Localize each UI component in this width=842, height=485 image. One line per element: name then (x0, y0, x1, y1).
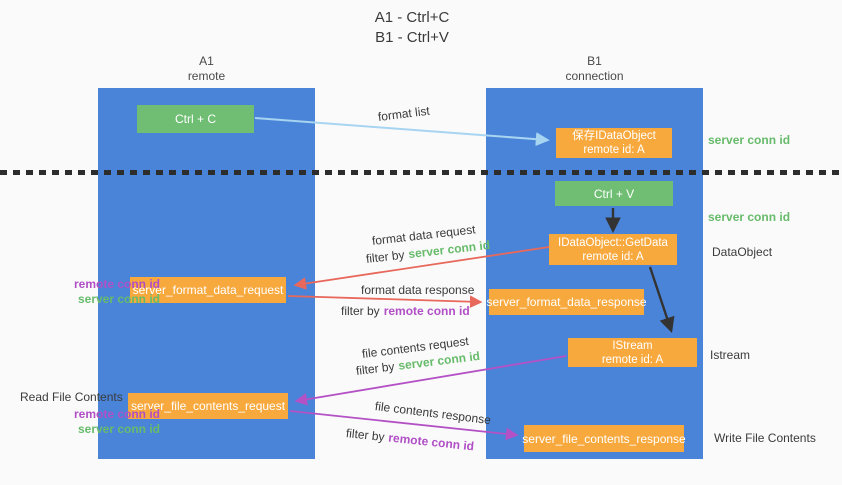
lifeline-header-b1: B1 connection (486, 54, 703, 84)
filter-by-text: filter by (345, 426, 386, 445)
remote-conn-id-keyword: remote conn id (387, 430, 475, 454)
dataobject-annotation: DataObject (712, 245, 773, 259)
getdata-line1: IDataObject::GetData (558, 236, 668, 249)
write-file-contents-annotation: Write File Contents (714, 431, 816, 445)
lifeline-a1-name: A1 (199, 54, 214, 68)
title-line-1: A1 - Ctrl+C (374, 9, 450, 26)
filter-by-text: filter by (365, 247, 406, 266)
title-line-2: B1 - Ctrl+V (375, 29, 449, 46)
file-contents-response-label: file contents response (374, 399, 492, 428)
lifeline-header-a1: A1 remote (98, 54, 315, 84)
remote-conn-id-annotation: remote conn id (73, 407, 160, 421)
file-request-node: server_file_contents_request (128, 393, 288, 419)
server-conn-id-annotation-mid: server conn id (708, 210, 791, 224)
server-conn-id-annotation: server conn id (77, 292, 160, 306)
getdata-node: IDataObject::GetData remote id: A (549, 234, 677, 265)
file-response-node: server_file_contents_response (522, 425, 686, 452)
getdata-line2: remote id: A (582, 250, 644, 263)
file-request-label: server_file_contents_request (130, 399, 286, 413)
istream-annotation: Istream (710, 348, 751, 362)
ctrl-v-node: Ctrl + V (555, 181, 673, 206)
remote-conn-id-annotation: remote conn id (73, 277, 160, 291)
istream-node: IStream remote id: A (568, 338, 697, 367)
format-data-response-label: format data response (361, 283, 475, 297)
filter-by-text: filter by (341, 304, 380, 318)
format-request-node: server_format_data_request (130, 277, 286, 303)
file-response-label: server_file_contents_response (522, 431, 686, 446)
read-file-contents-annotation: Read File Contents (20, 390, 123, 404)
istream-line2: remote id: A (601, 353, 664, 366)
ctrl-c-label: Ctrl + C (174, 112, 216, 126)
format-response-node: server_format_data_response (486, 289, 647, 315)
session-separator-line (0, 170, 842, 175)
server-conn-id-annotation-top: server conn id (708, 133, 791, 147)
save-idataobject-line1: 保存IDataObject (572, 130, 656, 142)
save-idataobject-line2: remote id: A (583, 144, 645, 156)
format-response-label: server_format_data_response (486, 295, 647, 309)
lifeline-a1-sub: remote (187, 69, 226, 83)
server-conn-id-annotation: server conn id (77, 422, 160, 436)
conn-id-pair-file: remote conn id server conn id (40, 407, 160, 437)
ctrl-c-node: Ctrl + C (137, 105, 254, 133)
istream-line1: IStream (612, 339, 653, 352)
format-list-label: format list (377, 103, 431, 124)
diagram-title: A1 - Ctrl+C B1 - Ctrl+V (312, 8, 512, 48)
remote-conn-id-keyword: remote conn id (383, 304, 470, 318)
conn-id-pair-format: remote conn id server conn id (40, 277, 160, 307)
save-idataobject-node: 保存IDataObject remote id: A (556, 128, 672, 158)
ctrl-v-label: Ctrl + V (593, 186, 635, 201)
lifeline-b1-name: B1 (587, 54, 602, 68)
lifeline-b1-sub: connection (565, 69, 624, 83)
format-request-label: server_format_data_request (132, 283, 284, 297)
filter-by-text: filter by (355, 359, 396, 378)
